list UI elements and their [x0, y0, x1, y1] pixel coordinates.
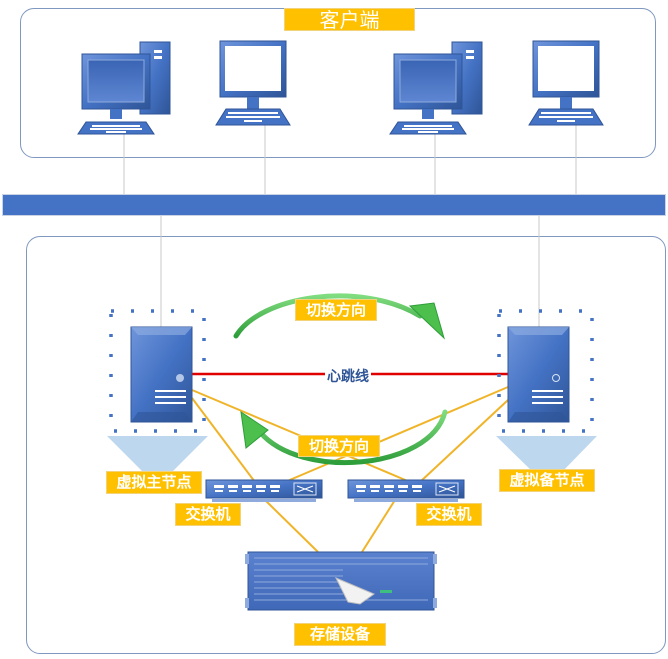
link-standby-switch-right [419, 399, 509, 483]
heartbeat-label: 心跳线 [325, 366, 371, 386]
primary-node-label: 虚拟主节点 [106, 471, 202, 494]
data-links [191, 386, 509, 553]
network-bus [2, 194, 666, 216]
monitor-icon [528, 40, 604, 126]
link-switch-right-storage [361, 499, 396, 553]
standby-node-funnel [496, 436, 597, 474]
link-standby-switch-left [284, 386, 509, 483]
link-primary-switch-left [191, 397, 256, 483]
switch-right-label: 交换机 [416, 503, 482, 526]
switch-direction-label-top: 切换方向 [295, 299, 377, 321]
desktop-computer-icon [389, 41, 483, 135]
switch-direction-arrow-top [233, 293, 423, 339]
storage-device-icon [245, 551, 437, 611]
switch-left-label: 交换机 [175, 503, 241, 526]
desktop-computer-icon [77, 41, 171, 135]
switch-direction-label-bottom: 切换方向 [298, 435, 380, 457]
standby-server-icon [507, 326, 570, 423]
switch-left-icon [205, 479, 323, 502]
switch-direction-arrow-bottom [257, 409, 448, 466]
client-area-title: 客户端 [284, 8, 415, 31]
switch-direction-arrowhead-bottom [240, 410, 269, 449]
link-switch-left-storage [264, 499, 319, 553]
standby-node-label: 虚拟备节点 [499, 469, 595, 492]
storage-device-label: 存储设备 [294, 623, 386, 646]
switch-direction-arrowhead-top [408, 302, 445, 340]
switch-right-icon [347, 479, 465, 502]
monitor-icon [215, 40, 291, 126]
primary-server-icon [130, 326, 193, 423]
primary-node-funnel [107, 436, 208, 474]
